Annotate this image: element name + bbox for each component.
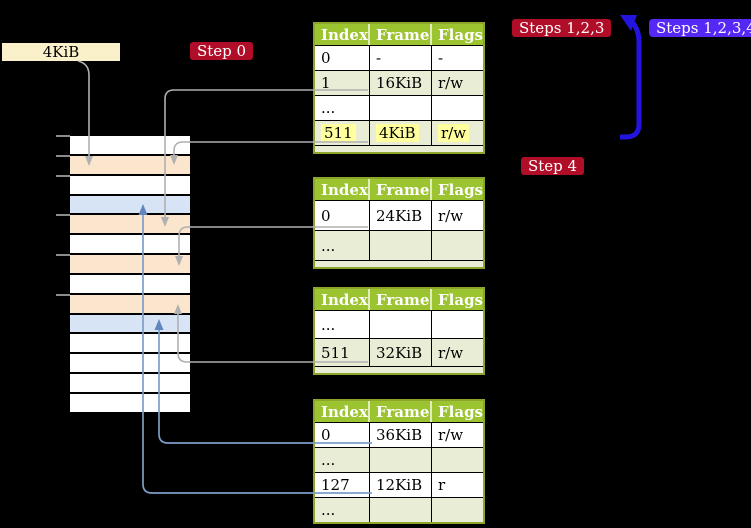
- frame-size-label: 4KiB: [2, 43, 120, 61]
- column-header: Flags: [438, 25, 483, 44]
- table-cell: [370, 231, 432, 260]
- table-cell: ...: [315, 96, 370, 120]
- memory-frame-row: [70, 393, 190, 414]
- memory-frame-row: [70, 294, 190, 315]
- table-cell: [370, 498, 432, 522]
- memory-frame-row: [70, 155, 190, 176]
- memory-frame-row: [70, 314, 190, 335]
- table-cell: [432, 498, 483, 522]
- table-cell: ...: [315, 498, 370, 522]
- memory-tick: [56, 135, 70, 137]
- memory-frame-row: [70, 235, 190, 256]
- table-cell: -: [438, 49, 444, 67]
- table-row: 511 4KiB r/w: [315, 120, 483, 145]
- table-cell: r: [438, 476, 446, 494]
- memory-tick: [56, 254, 70, 256]
- table-cell: r/w: [438, 74, 464, 92]
- table-row: ...: [315, 497, 483, 522]
- table-continues-sliver: [315, 366, 483, 373]
- table-cell: r/w: [438, 206, 464, 225]
- table-cell: 32KiB: [370, 339, 432, 366]
- table-cell: r/w: [438, 426, 464, 444]
- table-cell: [370, 311, 432, 338]
- table-cell: 1: [315, 71, 370, 95]
- table-continues-sliver: [315, 145, 483, 152]
- column-header: Frame: [370, 401, 432, 422]
- memory-frame-row: [70, 334, 190, 355]
- table-cell: ...: [315, 231, 370, 260]
- table-cell: 511: [315, 121, 370, 145]
- table-cell: 0: [315, 201, 370, 230]
- memory-frame-row: [70, 136, 190, 156]
- column-header: Index: [315, 289, 370, 310]
- physical-memory-column: [70, 136, 190, 414]
- step0-badge: Step 0: [190, 42, 254, 60]
- table-cell: 0: [315, 46, 370, 70]
- table-cell: ...: [315, 311, 370, 338]
- memory-tick: [56, 294, 70, 296]
- table-cell: 24KiB: [370, 201, 432, 230]
- table-continues-sliver: [315, 260, 483, 267]
- memory-tick: [56, 175, 70, 177]
- table-row: 0--: [315, 45, 483, 70]
- column-header: Flags: [438, 402, 483, 421]
- table-cell: 127: [315, 473, 370, 497]
- highlighted-value: 511: [321, 124, 356, 142]
- column-header: Index: [315, 179, 370, 200]
- table-row: ...: [315, 310, 483, 338]
- table-cell: ...: [315, 448, 370, 472]
- table-cell: 4KiB: [370, 121, 432, 145]
- loop-back-arrow: [620, 15, 642, 140]
- column-header: Index: [315, 401, 370, 422]
- table-cell: 36KiB: [370, 423, 432, 447]
- table-cell: r/w: [432, 121, 483, 145]
- highlighted-value: 4KiB: [376, 124, 419, 142]
- memory-frame-row: [70, 255, 190, 275]
- table-cell: 0: [315, 423, 370, 447]
- column-header: Frame: [370, 24, 432, 45]
- table-cell: 12KiB: [370, 473, 432, 497]
- steps-123-badge: Steps 1,2,3: [512, 19, 612, 37]
- table-cell: -: [370, 46, 432, 70]
- table-cell: 511: [315, 339, 370, 366]
- memory-frame-row: [70, 215, 190, 236]
- column-header: Index: [315, 24, 370, 45]
- table-cell: [370, 96, 432, 120]
- memory-tick: [56, 214, 70, 216]
- table-cell: r/w: [438, 343, 464, 362]
- highlighted-value: r/w: [438, 124, 470, 142]
- table-cell: [432, 96, 483, 120]
- memory-frame-row: [70, 195, 190, 216]
- table-cell: [432, 311, 483, 338]
- table-cell: [432, 231, 483, 260]
- column-header: Frame: [370, 289, 432, 310]
- memory-tick: [56, 155, 70, 157]
- step4-badge: Step 4: [521, 157, 585, 175]
- column-header: Flags: [438, 180, 483, 199]
- table-cell: [432, 448, 483, 472]
- table-row: ...: [315, 230, 483, 260]
- memory-frame-row: [70, 374, 190, 394]
- column-header: Frame: [370, 179, 432, 200]
- table-row: ...: [315, 95, 483, 120]
- steps-1234-badge: Steps 1,2,3,4: [649, 19, 751, 37]
- table-row: ...: [315, 447, 483, 472]
- memory-frame-row: [70, 274, 190, 295]
- table-cell: 16KiB: [370, 71, 432, 95]
- arrowhead-up-left: [620, 15, 637, 31]
- table-cell: [370, 448, 432, 472]
- memory-frame-row: [70, 354, 190, 375]
- column-header: Flags: [438, 290, 483, 309]
- memory-frame-row: [70, 175, 190, 196]
